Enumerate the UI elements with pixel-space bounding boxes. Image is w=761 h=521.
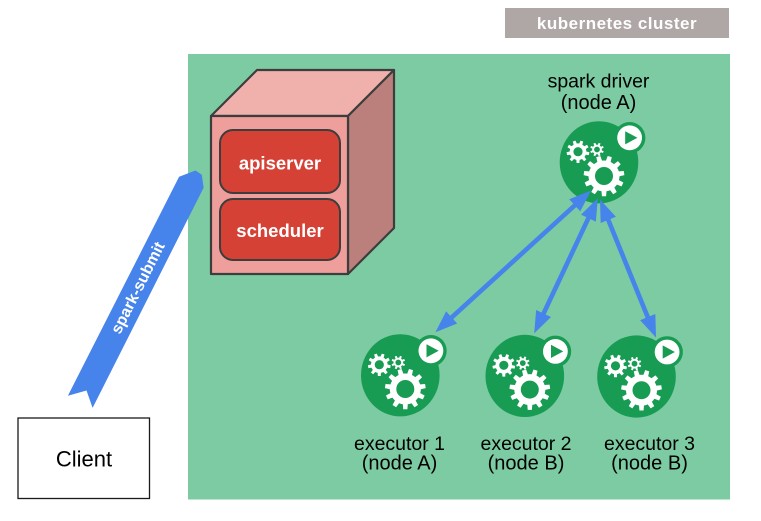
svg-text:scheduler: scheduler: [236, 220, 323, 241]
svg-text:(node A): (node A): [561, 92, 637, 114]
svg-text:apiserver: apiserver: [239, 153, 321, 174]
svg-text:executor 3: executor 3: [604, 433, 695, 455]
svg-text:(node B): (node B): [611, 453, 688, 475]
svg-text:spark driver: spark driver: [548, 70, 650, 92]
svg-text:(node B): (node B): [488, 453, 565, 475]
svg-text:kubernetes cluster: kubernetes cluster: [537, 14, 697, 33]
svg-text:Client: Client: [56, 447, 112, 472]
svg-text:(node A): (node A): [362, 453, 438, 475]
svg-text:executor 1: executor 1: [354, 433, 445, 455]
svg-text:executor 2: executor 2: [480, 433, 571, 455]
